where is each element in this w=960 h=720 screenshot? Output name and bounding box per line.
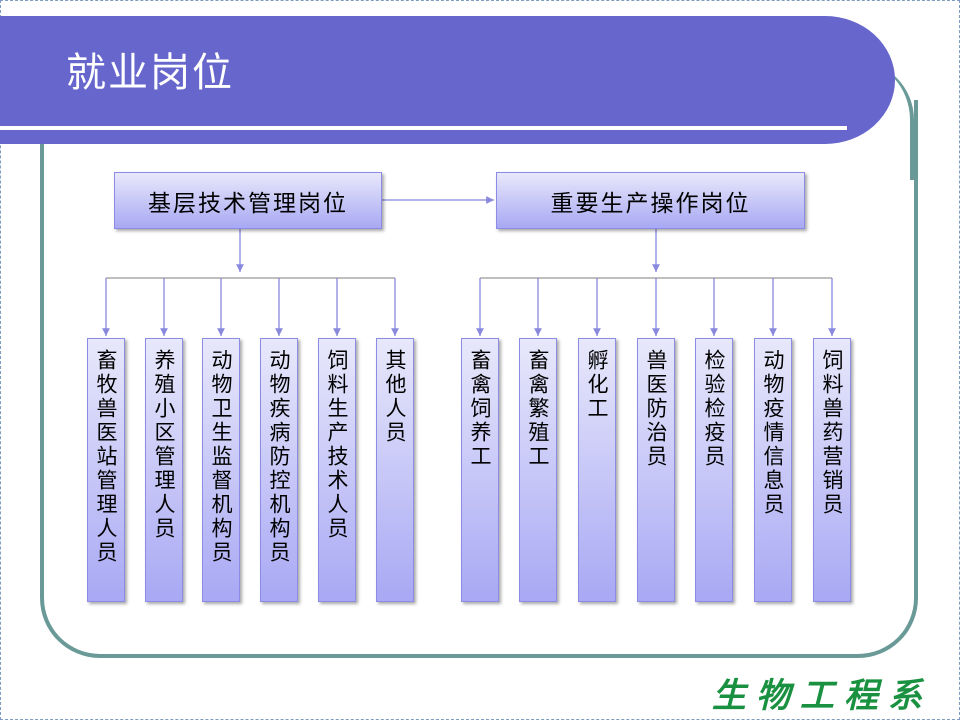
top-box-management: 基层技术管理岗位 [114, 172, 382, 229]
leaf-label: 养殖小区管理人员 [152, 349, 176, 541]
top-box-label: 重要生产操作岗位 [550, 190, 751, 217]
title-banner [0, 16, 895, 144]
title-underline [0, 126, 847, 130]
footer-logo-text: 生物工程系 [712, 676, 932, 716]
leaf-label: 检验检疫员 [702, 349, 726, 469]
leaf-box: 兽医防治员 [637, 338, 675, 602]
leaf-box: 动物疫情信息员 [754, 338, 792, 602]
page-title: 就业岗位 [66, 50, 234, 96]
leaf-label: 动物疾病防控机构员 [267, 349, 291, 565]
leaf-label: 动物疫情信息员 [761, 349, 785, 517]
top-box-label: 基层技术管理岗位 [148, 190, 348, 217]
leaf-box: 畜牧兽医站管理人员 [87, 338, 125, 602]
content-frame-corner [850, 60, 914, 180]
leaf-label: 其他人员 [383, 349, 407, 445]
leaf-box: 其他人员 [376, 338, 414, 602]
leaf-label: 畜牧兽医站管理人员 [94, 349, 118, 565]
leaf-label: 兽医防治员 [644, 349, 668, 469]
leaf-box: 动物疾病防控机构员 [260, 338, 298, 602]
leaf-label: 畜禽繁殖工 [526, 349, 550, 469]
leaf-label: 畜禽饲养工 [468, 349, 492, 469]
leaf-label: 饲料兽药营销员 [820, 349, 844, 517]
leaf-box: 动物卫生监督机构员 [202, 338, 240, 602]
leaf-box: 畜禽饲养工 [461, 338, 499, 602]
leaf-box: 检验检疫员 [695, 338, 733, 602]
leaf-box: 畜禽繁殖工 [519, 338, 557, 602]
leaf-label: 孵化工 [585, 349, 609, 421]
leaf-box: 孵化工 [578, 338, 616, 602]
content-frame [40, 100, 918, 658]
leaf-box: 饲料生产技术人员 [318, 338, 356, 602]
leaf-label: 动物卫生监督机构员 [209, 349, 233, 565]
top-box-production: 重要生产操作岗位 [496, 172, 805, 229]
leaf-box: 饲料兽药营销员 [813, 338, 851, 602]
leaf-box: 养殖小区管理人员 [145, 338, 183, 602]
leaf-label: 饲料生产技术人员 [325, 349, 349, 541]
